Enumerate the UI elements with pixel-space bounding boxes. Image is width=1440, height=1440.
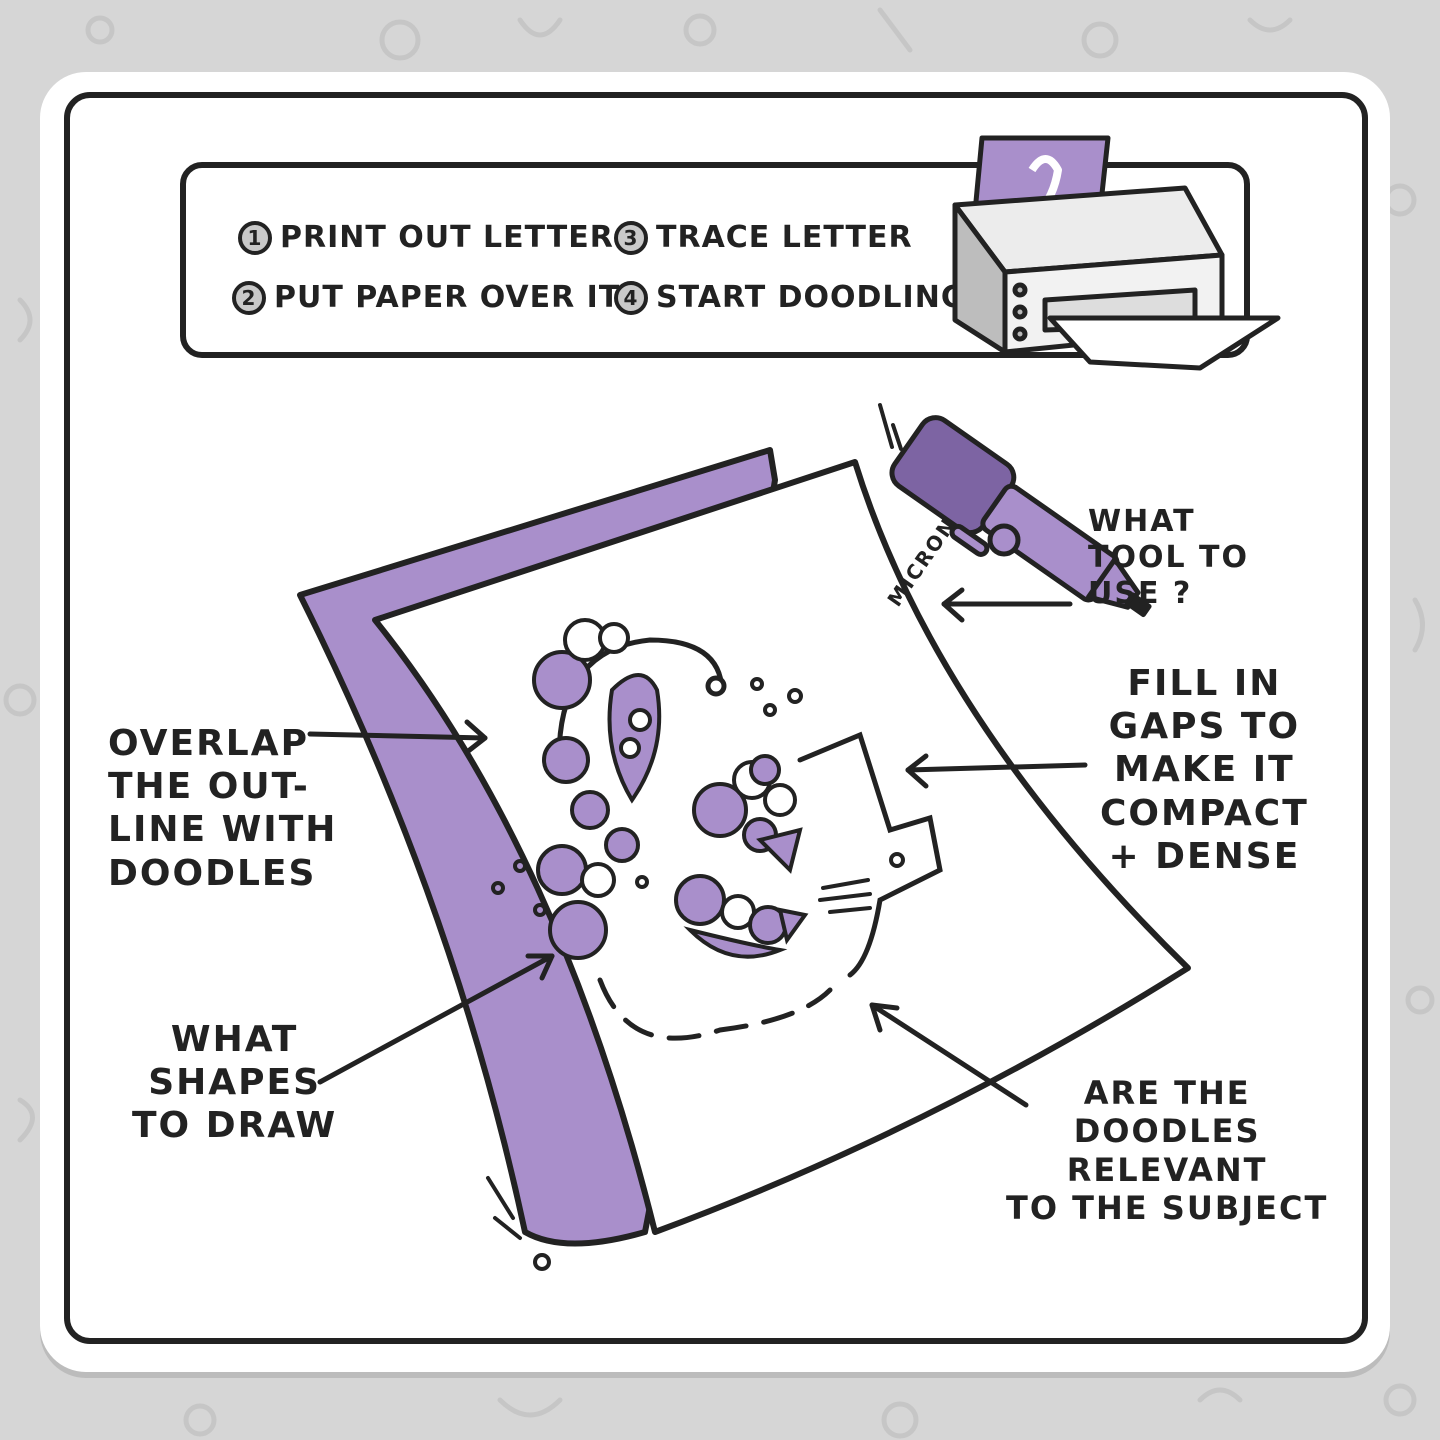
step-3-number: 3: [614, 220, 648, 255]
step-2-number: 2: [232, 280, 266, 315]
step-1-number: 1: [238, 220, 272, 255]
ampersand-outline: [556, 637, 943, 1041]
step-4: 4 START DOODLING!: [614, 280, 981, 315]
sparkle-dots: [491, 677, 905, 917]
frame-border: [64, 92, 1368, 1344]
step-3: 3 TRACE LETTER: [614, 220, 913, 255]
step-2-text: PUT PAPER OVER IT: [274, 280, 621, 315]
step-4-number: 4: [614, 280, 648, 315]
label-what-shapes: WHAT SHAPES TO DRAW: [132, 1019, 338, 1147]
doodle-swirls: [532, 618, 809, 960]
label-overlap-outline: OVERLAP THE OUT- LINE WITH DOODLES: [108, 723, 338, 894]
label-fill-gaps: FILL IN GAPS TO MAKE IT COMPACT + DENSE: [1100, 663, 1309, 877]
step-4-text: START DOODLING!: [656, 280, 982, 315]
label-doodles-relevant: ARE THE DOODLES RELEVANT TO THE SUBJECT: [1006, 1074, 1329, 1228]
printer-icon: [952, 135, 1281, 371]
label-what-tool: WHAT TOOL TO USE ?: [1088, 504, 1249, 611]
callout-arrows: [307, 587, 1088, 1108]
micron-pen-icon: [889, 415, 1152, 618]
step-1: 1 PRINT OUT LETTER: [238, 220, 614, 255]
step-3-text: TRACE LETTER: [656, 220, 913, 255]
step-1-text: PRINT OUT LETTER: [280, 220, 614, 255]
step-2: 2 PUT PAPER OVER IT: [232, 280, 620, 315]
